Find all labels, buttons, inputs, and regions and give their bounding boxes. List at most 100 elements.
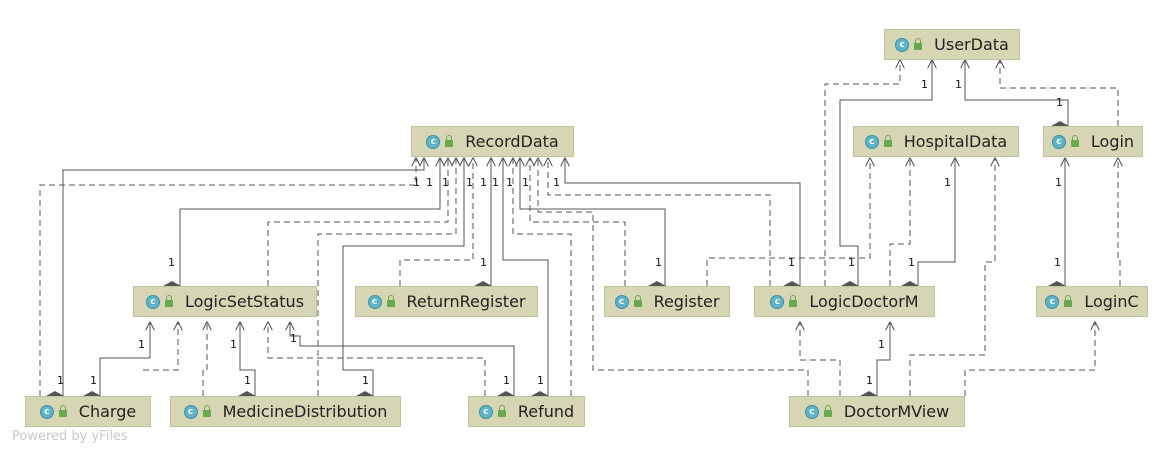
multiplicity-label: 1 xyxy=(655,256,662,269)
dependency-doctormview-logicdoctorm xyxy=(800,322,841,396)
multiplicity-label: 1 xyxy=(442,176,449,189)
public-visibility-icon xyxy=(823,405,832,417)
class-name: ReturnRegister xyxy=(406,292,526,311)
multiplicity-label: 1 xyxy=(788,256,795,269)
dependency-edges xyxy=(39,60,1120,396)
association-login-userdata xyxy=(965,60,1068,126)
public-visibility-icon xyxy=(883,135,892,147)
dependency-doctormview-hospitaldata xyxy=(909,158,995,396)
multiplicity-label: 1 xyxy=(57,374,64,387)
multiplicity-label: 1 xyxy=(537,374,544,387)
class-icon: c xyxy=(770,294,785,309)
multiplicity-label: 1 xyxy=(1055,176,1062,189)
class-name: RecordData xyxy=(465,132,559,151)
multiplicity-label: 1 xyxy=(503,374,510,387)
multiplicity-label: 1 xyxy=(480,176,487,189)
multiplicity-label: 1 xyxy=(466,176,473,189)
class-icon: c xyxy=(1045,294,1060,309)
class-name: Register xyxy=(653,292,720,311)
class-icon: c xyxy=(183,404,198,419)
public-visibility-icon xyxy=(445,135,454,147)
association-medicinedistribution-logicsetstatus xyxy=(240,322,255,396)
dependency-logicdoctorm-hospitaldata xyxy=(889,158,910,286)
dependency-charge-logicsetstatus xyxy=(143,322,178,371)
multiplicity-label: 1 xyxy=(492,176,499,189)
multiplicity-label: 1 xyxy=(90,374,97,387)
multiplicity-label: 1 xyxy=(878,338,885,351)
association-logicdoctorm-hospitaldata xyxy=(918,158,955,286)
public-visibility-icon xyxy=(1064,295,1073,307)
class-icon: c xyxy=(614,294,629,309)
class-node-medicinedistribution[interactable]: c MedicineDistribution xyxy=(170,396,401,427)
public-visibility-icon xyxy=(58,405,67,417)
class-node-logicsetstatus[interactable]: c LogicSetStatus xyxy=(133,286,317,317)
association-logicdoctorm-userdata xyxy=(839,60,932,286)
multiplicity-label: 1 xyxy=(362,374,369,387)
class-name: Login xyxy=(1090,132,1135,151)
multiplicity-label: 1 xyxy=(230,338,237,351)
dependency-register-recorddata xyxy=(530,158,626,286)
dependency-doctormview-loginc xyxy=(964,322,1095,396)
multiplicity-label: 1 xyxy=(413,176,420,189)
dependency-loginc-login xyxy=(1118,158,1120,286)
public-visibility-icon xyxy=(633,295,642,307)
association-medicinedistribution-recorddata xyxy=(342,158,464,396)
multiplicity-label: 1 xyxy=(506,176,513,189)
class-node-hospitaldata[interactable]: c HospitalData xyxy=(853,126,1019,157)
association-charge-recorddata xyxy=(63,158,424,396)
public-visibility-icon xyxy=(386,295,395,307)
dependency-medicinedistribution-recorddata xyxy=(317,158,456,396)
class-node-charge[interactable]: c Charge xyxy=(25,396,151,427)
association-logicdoctorm-recorddata xyxy=(565,158,800,286)
multiplicity-label: 1 xyxy=(522,176,529,189)
class-node-logicdoctorm[interactable]: c LogicDoctorM xyxy=(754,286,935,317)
class-name: LogicDoctorM xyxy=(809,292,919,311)
class-icon: c xyxy=(1051,134,1066,149)
class-name: LoginC xyxy=(1084,292,1139,311)
multiplicity-label: 1 xyxy=(866,374,873,387)
multiplicity-label: 1 xyxy=(290,332,297,345)
multiplicity-label: 1 xyxy=(1056,96,1063,109)
association-edges xyxy=(63,60,1068,396)
class-name: LogicSetStatus xyxy=(184,292,305,311)
public-visibility-icon xyxy=(497,405,506,417)
class-name: MedicineDistribution xyxy=(222,402,388,421)
class-name: HospitalData xyxy=(903,132,1008,151)
association-refund-recorddata xyxy=(503,158,548,396)
class-icon: c xyxy=(864,134,879,149)
class-node-register[interactable]: c Register xyxy=(604,286,730,317)
multiplicity-label: 1 xyxy=(848,256,855,269)
class-node-returnregister[interactable]: c ReturnRegister xyxy=(355,286,538,317)
class-icon: c xyxy=(367,294,382,309)
class-icon: c xyxy=(895,37,910,52)
multiplicity-label: 1 xyxy=(168,256,175,269)
multiplicity-label: 1 xyxy=(426,176,433,189)
yfiles-watermark: Powered by yFiles xyxy=(12,429,128,444)
class-icon: c xyxy=(145,294,160,309)
dependency-logicdoctorm-userdata xyxy=(824,60,900,286)
class-node-loginc[interactable]: c LoginC xyxy=(1036,286,1148,317)
class-name: Refund xyxy=(517,402,575,421)
class-name: Charge xyxy=(78,402,137,421)
dependency-medicinedistribution-logicsetstatus xyxy=(202,322,207,396)
multiplicity-label: 1 xyxy=(921,78,928,91)
dependency-logicsetstatus-recorddata xyxy=(267,158,448,286)
public-visibility-icon xyxy=(164,295,173,307)
association-refund-logicsetstatus xyxy=(290,322,514,396)
public-visibility-icon xyxy=(789,295,798,307)
dependency-login-userdata xyxy=(1000,60,1119,126)
class-node-login[interactable]: c Login xyxy=(1043,126,1143,157)
association-charge-logicsetstatus xyxy=(100,322,150,396)
multiplicity-label: 1 xyxy=(944,176,951,189)
multiplicity-label: 1 xyxy=(955,78,962,91)
dependency-refund-logicsetstatus xyxy=(268,322,486,396)
class-icon: c xyxy=(39,404,54,419)
dependency-refund-recorddata xyxy=(513,158,572,396)
public-visibility-icon xyxy=(202,405,211,417)
public-visibility-icon xyxy=(1070,135,1079,147)
